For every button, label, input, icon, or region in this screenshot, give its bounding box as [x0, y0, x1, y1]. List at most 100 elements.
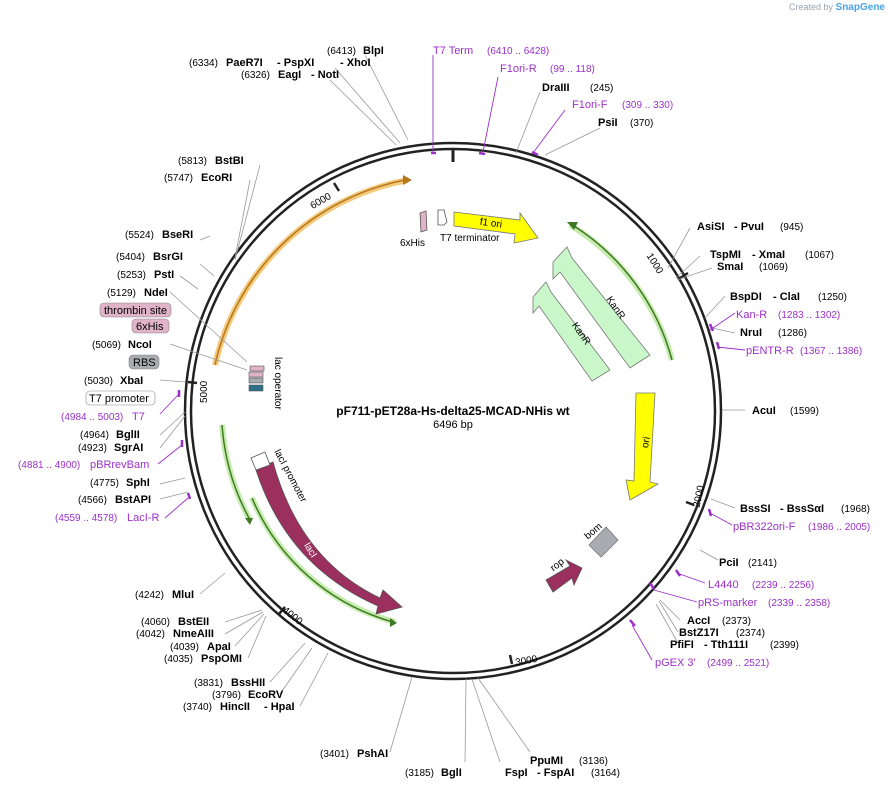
hincii-label: HincII: [220, 701, 250, 713]
lac-operator-label: lac operator: [272, 357, 283, 410]
snapgene-logo: SnapGene: [835, 2, 885, 13]
sgrai-label: SgrAI: [114, 442, 143, 454]
bsshii-pos: (3831): [194, 678, 223, 689]
prsmarker-label: pRS-marker: [698, 597, 758, 609]
bstbi-pos: (5813): [178, 156, 207, 167]
bstapi-pos: (4566): [78, 495, 107, 506]
rop-feature: [545, 558, 583, 593]
paer7i-label: PaeR7I: [226, 57, 263, 69]
pbrrevbam-pos: (4881 .. 4900): [18, 460, 80, 471]
ecori-pos: (5747): [164, 173, 193, 184]
bsrgi-pos: (5404): [116, 252, 145, 263]
bspdi-pos: (1250): [818, 292, 847, 303]
thrombin-site-label: thrombin site: [104, 305, 167, 317]
t7-pos: (4984 .. 5003): [61, 412, 123, 423]
prsmarker-pos: (2339 .. 2358): [768, 598, 830, 609]
hpai-label: - HpaI: [264, 701, 295, 713]
pentrr-pos: (1367 .. 1386): [800, 346, 862, 357]
bseri-label: BseRI: [162, 229, 193, 241]
bsteii-label: BstEII: [178, 616, 209, 628]
rbs-box: [128, 354, 160, 370]
f1-ori-label: f1 ori: [479, 217, 503, 231]
bstbi-label: BstBI: [215, 155, 244, 167]
laci-r-label: LacI-R: [127, 512, 159, 524]
ecorv-label: EcoRV: [248, 689, 284, 701]
kanr-outer-arc-core: [573, 225, 673, 361]
laci-outer-arrow-1: [245, 518, 253, 525]
pvui-label: - PvuI: [734, 221, 764, 233]
ori-label: ori: [640, 436, 653, 449]
acui-label: AcuI: [752, 405, 776, 417]
xbai-pos: (5030): [84, 376, 113, 387]
pbr322-pos: (1986 .. 2005): [808, 522, 870, 533]
acci-pos: (2373): [722, 616, 751, 627]
tick-2000: 2000: [692, 484, 707, 508]
primer-leader-lines: [157, 55, 746, 661]
tth111i-label: - Tth111I: [704, 639, 748, 651]
draiii-pos: (245): [590, 83, 613, 94]
nrui-label: NruI: [740, 327, 762, 339]
created-by-text: Created by: [788, 2, 834, 12]
sixhis-label: 6xHis: [136, 321, 164, 333]
tspmi-pos: (1067): [805, 250, 834, 261]
sixhis-inner-label: 6xHis: [400, 238, 425, 249]
t7-promoter-box: [85, 390, 156, 406]
ncoi-label: NcoI: [128, 339, 152, 351]
f1orir-pos: (99 .. 118): [550, 64, 595, 75]
pshai-pos: (3401): [320, 749, 349, 760]
laci-outer-arc-1-core: [221, 424, 251, 521]
ndei-label: NdeI: [144, 287, 168, 299]
psti-label: PstI: [154, 269, 174, 281]
f1orir-label: F1ori-R: [500, 63, 537, 75]
eagi-pos: (6326): [241, 70, 270, 81]
tspmi-label: TspMI: [710, 249, 741, 261]
mlui-pos: (4242): [135, 590, 164, 601]
laci-outer-arc-1: [219, 424, 253, 522]
f1orif-label: F1ori-F: [572, 99, 608, 111]
pshai-label: PshAI: [357, 748, 388, 760]
fspi-pos: (3164): [591, 768, 620, 779]
laci-r-pos: (4559 .. 4578): [55, 513, 117, 524]
bsssi-pos: (1968): [841, 504, 870, 515]
kanr-primer-label: Kan-R: [736, 309, 767, 321]
ecori-label: EcoRI: [201, 172, 232, 184]
l4440-label: L4440: [708, 579, 739, 591]
bstapi-label: BstAPI: [115, 494, 151, 506]
xmai-label: - XmaI: [752, 249, 785, 261]
laci-feature: [255, 461, 403, 615]
smai-pos: (1069): [759, 262, 788, 273]
bspdi-label: BspDI: [730, 291, 762, 303]
blpi-pos: (6413): [327, 46, 356, 57]
orange-feature-arrow: [403, 175, 412, 185]
sphi-label: SphI: [126, 477, 150, 489]
acci-label: AccI: [687, 615, 710, 627]
pfifi-label: PfiFI: [670, 639, 694, 651]
brand: Created by SnapGene: [789, 2, 885, 13]
apai-label: ApaI: [207, 641, 231, 653]
tick-3000: 3000: [514, 654, 538, 669]
ppumi-pos: (3136): [579, 756, 608, 767]
plasmid-name: pF711-pET28a-Hs-delta25-MCAD-NHis wt: [336, 404, 569, 418]
ori-feature: [625, 392, 660, 501]
pgex3-label: pGEX 3': [655, 657, 696, 669]
pbrrevbam-label: pBRrevBam: [90, 459, 149, 471]
bsshii-label: BssHII: [231, 677, 265, 689]
tick-5000: 5000: [199, 380, 210, 403]
f1-ori-feature: [453, 211, 539, 244]
laci-outer-arc-2-core: [251, 497, 394, 623]
ncoi-pos: (5069): [92, 340, 121, 351]
backbone-outer: [183, 141, 723, 681]
orange-feature-arc-core: [214, 179, 406, 366]
kanr-primer-pos: (1283 .. 1302): [778, 310, 840, 321]
pcii-pos: (2141): [748, 558, 777, 569]
l4440-pos: (2239 .. 2256): [752, 580, 814, 591]
tick-marks: [187, 182, 695, 665]
fspi-label: FspI: [505, 767, 528, 779]
bsrgi-label: BsrGI: [153, 251, 183, 263]
smai-label: SmaI: [717, 261, 743, 273]
pfifi-pos: (2399): [770, 640, 799, 651]
thrombin-site-box: [99, 302, 172, 318]
asisi-pos: (945): [780, 222, 803, 233]
kanr-outer-arrow: [567, 222, 578, 230]
